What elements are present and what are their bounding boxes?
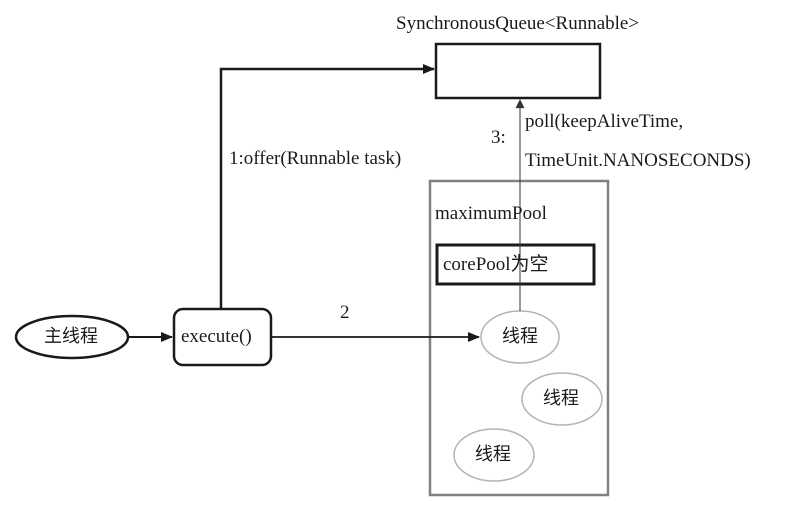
maximum-pool-box (428, 179, 610, 497)
queue-box (434, 42, 602, 100)
poll-step-label: 3: (491, 127, 506, 148)
poll-label-line2: TimeUnit.NANOSECONDS) (525, 150, 751, 171)
execute-label: execute() (181, 326, 252, 347)
core-pool-box (435, 243, 596, 286)
pool-title: maximumPool (435, 203, 547, 224)
thread-label-3: 线程 (475, 444, 511, 465)
main-thread-label: 主线程 (44, 326, 98, 347)
queue-title: SynchronousQueue<Runnable> (396, 13, 640, 34)
poll-label-line1: poll(keepAliveTime, (525, 111, 684, 132)
offer-label: 1:offer(Runnable task) (229, 148, 402, 169)
thread-node-3 (453, 428, 535, 482)
thread-node-2 (521, 372, 603, 426)
core-pool-label: corePool为空 (443, 254, 549, 275)
thread-label-2: 线程 (543, 388, 579, 409)
edge-2-label: 2 (340, 302, 350, 323)
edge-offer (219, 64, 435, 309)
thread-label-1: 线程 (502, 326, 538, 347)
